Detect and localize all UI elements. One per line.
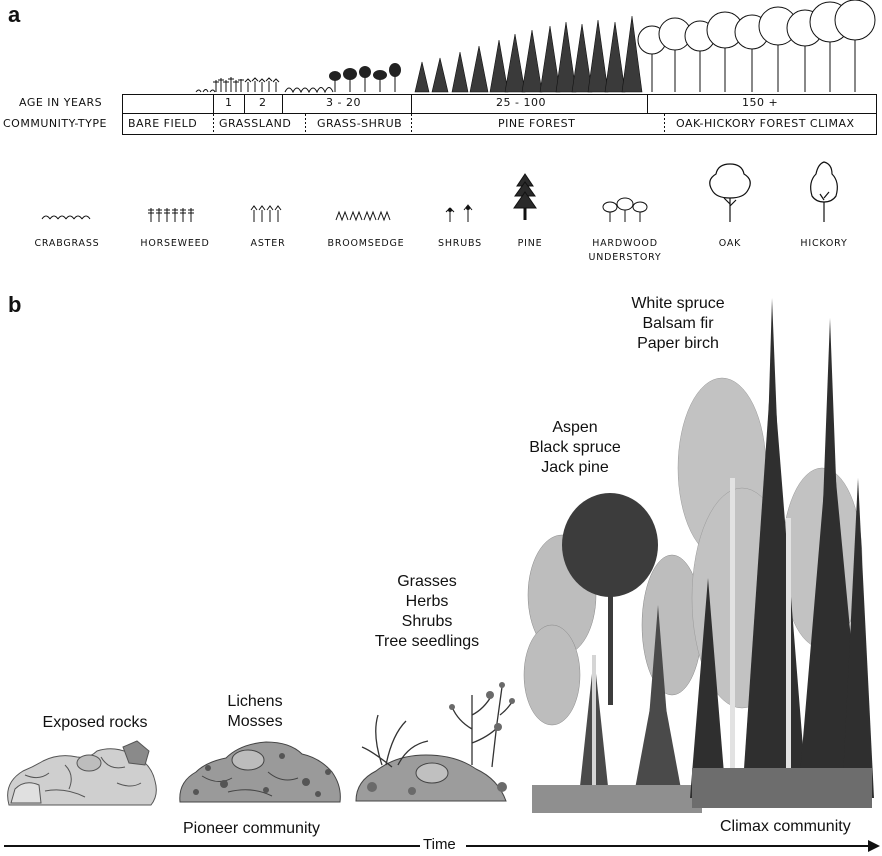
legend-label-pine: PINE [505, 237, 555, 251]
community-cell-bare-field: BARE FIELD [128, 117, 197, 130]
community-row-header: COMMUNITY-TYPE [3, 117, 107, 130]
stage-label-grasses-herbs: Grasses Herbs Shrubs Tree seedlings [357, 572, 497, 652]
legend-label-horseweed: HORSEWEED [130, 237, 220, 251]
grasses-herbs-illustration [352, 655, 520, 805]
legend-label-shrubs: SHRUBS [428, 237, 492, 251]
time-label: Time [423, 836, 456, 853]
age-row-header: AGE IN YEARS [19, 96, 102, 109]
climax-community-label: Climax community [720, 818, 851, 836]
broomsedge-icon [332, 202, 402, 224]
hardwood-icon [600, 196, 650, 224]
shrubs-icon [440, 200, 480, 224]
legend-label-hickory: HICKORY [792, 237, 856, 251]
community-cell-grassland: GRASSLAND [219, 117, 291, 130]
oak-icon [704, 160, 756, 224]
spruce-fir-birch-illustration [672, 298, 882, 818]
stage-label-aspen-spruce-pine: Aspen Black spruce Jack pine [510, 418, 640, 478]
stage-label-spruce-fir-birch: White spruce Balsam fir Paper birch [608, 294, 748, 354]
succession-silhouette [0, 0, 882, 96]
stage-label-exposed-rocks: Exposed rocks [20, 713, 170, 733]
legend-label-oak: OAK [705, 237, 755, 251]
hickory-icon [806, 160, 842, 224]
community-cell-pine-forest: PINE FOREST [498, 117, 575, 130]
panel-b-letter: b [8, 292, 21, 318]
aster-icon [248, 202, 288, 224]
legend-label-hardwood-understory: HARDWOOD UNDERSTORY [575, 237, 675, 265]
age-cell-2: 2 [259, 96, 267, 109]
community-cell-grass-shrub: GRASS-SHRUB [317, 117, 402, 130]
age-cell-4: 25 - 100 [496, 96, 546, 109]
community-cell-oak-hickory: OAK-HICKORY FOREST CLIMAX [676, 117, 855, 130]
age-cell-1: 1 [225, 96, 233, 109]
lichens-mosses-illustration [178, 732, 348, 807]
legend-label-aster: ASTER [238, 237, 298, 251]
exposed-rocks-illustration [5, 735, 175, 807]
age-cell-3: 3 - 20 [326, 96, 361, 109]
stage-label-lichens-mosses: Lichens Mosses [205, 692, 305, 732]
pine-icon [511, 172, 539, 222]
legend-label-broomsedge: BROOMSEDGE [316, 237, 416, 251]
age-cell-5: 150 + [742, 96, 778, 109]
horseweed-icon [145, 202, 205, 224]
crabgrass-icon [38, 205, 98, 225]
legend-label-crabgrass: CRABGRASS [24, 237, 110, 251]
